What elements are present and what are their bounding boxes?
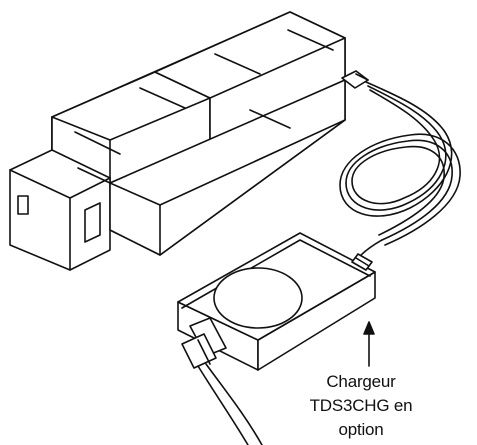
cable-strand — [339, 81, 461, 246]
battery-groove — [214, 53, 261, 75]
battery-groove — [77, 167, 111, 184]
battery-end-cap-edge — [9, 169, 71, 199]
battery-end-window — [84, 202, 101, 243]
battery-groove — [287, 29, 334, 51]
battery-groove — [249, 109, 291, 129]
charger-disc — [213, 267, 303, 329]
cable-strand — [351, 89, 445, 236]
caption-line-3: option — [338, 420, 384, 439]
charger-caption: Chargeur TDS3CHG en option — [295, 370, 427, 442]
connector-plug — [341, 70, 369, 89]
charger-led-1 — [297, 256, 303, 262]
charger-led-2 — [322, 269, 328, 275]
power-cord-strand — [205, 363, 263, 445]
battery-lower-body — [109, 79, 346, 256]
charger-cable — [339, 81, 461, 257]
battery-ridge-edge-4 — [209, 37, 346, 99]
cable-strand — [345, 85, 453, 241]
caption-line-2: TDS3CHG en — [309, 396, 413, 415]
label-arrow — [363, 321, 375, 367]
connector-line — [355, 73, 369, 81]
battery-ridge-edge-1 — [109, 97, 211, 141]
battery-end-slot — [17, 195, 29, 215]
battery-lower-edge-3 — [159, 119, 346, 206]
battery-ridge-edge-3 — [51, 116, 111, 141]
power-plug-edge — [197, 339, 211, 365]
power-cord — [197, 363, 263, 445]
battery-connector — [341, 70, 369, 89]
battery-groove — [74, 131, 121, 155]
charger-unit — [177, 232, 376, 371]
battery-pack — [9, 11, 346, 271]
battery-groove — [139, 87, 186, 109]
arrow-head — [363, 321, 375, 335]
cable-lead — [359, 239, 383, 257]
battery-lower-edge — [109, 182, 161, 206]
battery-end-cap-edge-3 — [69, 177, 111, 199]
caption-line-1: Chargeur — [326, 372, 396, 391]
charger-strain-relief-ring — [355, 257, 370, 267]
power-cord-strand — [197, 365, 249, 445]
